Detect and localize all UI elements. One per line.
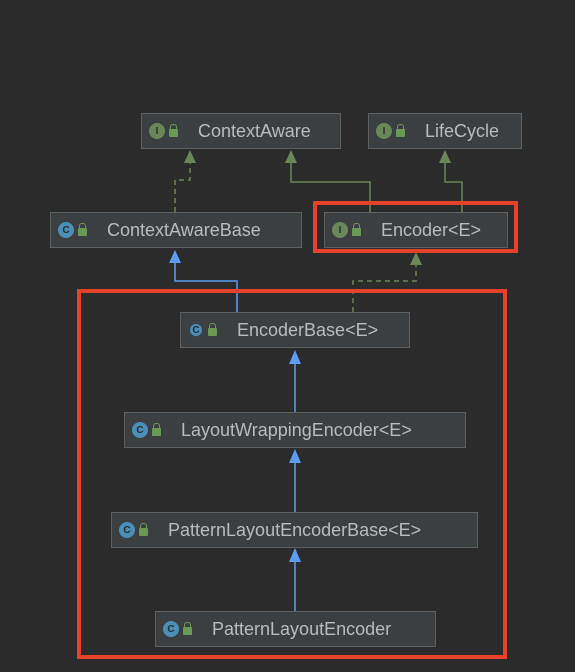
class-icon: C [163,621,179,637]
edge-encoderbase-contextawarebase [174,263,238,312]
public-lock-icon [352,223,361,236]
node-encoder[interactable]: I Encoder<E> [324,212,508,248]
arrowhead-encoder [410,252,422,265]
class-icon: C [132,422,148,438]
arrowhead-layoutwrappingencoder [289,449,301,463]
node-label: ContextAwareBase [107,219,261,240]
node-contextaware[interactable]: I ContextAware [141,113,341,149]
highlight-encoder [313,201,518,253]
node-label: LifeCycle [425,120,500,141]
highlight-encoder-hierarchy [77,289,507,659]
edge-encoder-lifecycle [444,163,463,212]
interface-icon: I [149,123,165,139]
arrowhead-contextawarebase [169,250,181,263]
node-patternlayoutencoder[interactable]: C PatternLayoutEncoder [155,611,436,647]
abstract-class-icon: C [188,322,204,338]
interface-icon: I [332,222,348,238]
class-icon: C [58,222,74,238]
arrowhead-encoderbase [289,350,301,364]
node-patternlayoutencoderbase[interactable]: C PatternLayoutEncoderBase<E> [111,512,478,548]
edge-encoder-contextaware [290,163,371,212]
arrowhead-contextaware-implements [184,150,196,163]
node-label: ContextAware [198,120,311,141]
arrowhead-contextaware-extends [285,150,297,163]
public-lock-icon [208,323,217,336]
class-icon: C [119,522,135,538]
node-encoderbase[interactable]: C EncoderBase<E> [180,312,410,348]
arrowhead-patternlayoutencoderbase [289,548,301,562]
public-lock-icon [139,523,148,536]
edge-encoderbase-encoder [352,265,417,312]
node-label: PatternLayoutEncoder [212,618,392,639]
node-label: LayoutWrappingEncoder<E> [181,419,412,440]
edge-contextawarebase-contextaware [174,163,191,212]
node-label: EncoderBase<E> [237,319,379,340]
public-lock-icon [169,124,178,137]
public-lock-icon [183,622,192,635]
public-lock-icon [396,124,405,137]
node-label: PatternLayoutEncoderBase<E> [168,519,422,540]
public-lock-icon [152,423,161,436]
node-label: Encoder<E> [381,219,482,240]
interface-icon: I [376,123,392,139]
arrowhead-lifecycle [439,150,451,163]
node-contextawarebase[interactable]: C ContextAwareBase [50,212,302,248]
public-lock-icon [78,223,87,236]
node-lifecycle[interactable]: I LifeCycle [368,113,522,149]
node-layoutwrappingencoder[interactable]: C LayoutWrappingEncoder<E> [124,412,466,448]
